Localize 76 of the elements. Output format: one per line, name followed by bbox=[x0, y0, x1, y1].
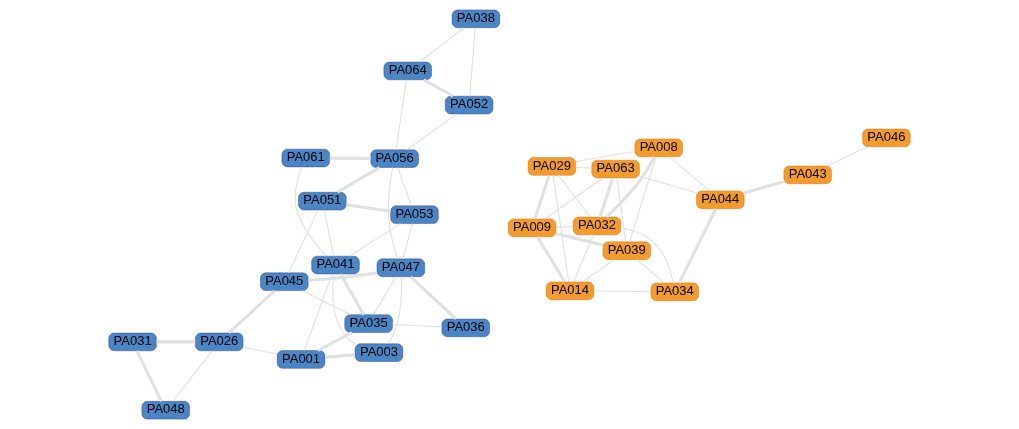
node-box: PA008 bbox=[634, 138, 683, 157]
connector bbox=[406, 113, 458, 151]
connector bbox=[301, 290, 352, 316]
connector bbox=[324, 353, 356, 359]
connector bbox=[422, 78, 454, 98]
node-box: PA043 bbox=[783, 165, 832, 184]
connector bbox=[629, 156, 657, 243]
connector bbox=[287, 209, 319, 274]
connector bbox=[317, 331, 353, 352]
connector bbox=[544, 177, 604, 220]
connector bbox=[469, 27, 476, 97]
connector bbox=[575, 151, 636, 163]
node-box: PA047 bbox=[376, 258, 425, 277]
connector bbox=[402, 223, 413, 260]
node-box: PA035 bbox=[344, 314, 393, 333]
connector bbox=[336, 166, 381, 194]
connector bbox=[409, 275, 458, 320]
connector bbox=[172, 350, 213, 402]
connector bbox=[677, 208, 718, 284]
node-box: PA001 bbox=[277, 350, 326, 369]
connector bbox=[536, 236, 566, 283]
connector bbox=[397, 167, 412, 207]
node-box: PA063 bbox=[591, 160, 640, 179]
node-box: PA039 bbox=[602, 241, 651, 260]
connector bbox=[620, 227, 674, 284]
connector bbox=[308, 271, 378, 282]
node-box: PA003 bbox=[354, 343, 404, 362]
connector bbox=[573, 234, 594, 283]
connector bbox=[135, 350, 163, 402]
connector bbox=[558, 174, 591, 218]
connector bbox=[373, 276, 397, 316]
connector bbox=[395, 79, 407, 151]
connector bbox=[582, 259, 615, 283]
connector bbox=[616, 177, 627, 243]
connector bbox=[332, 273, 356, 345]
connector bbox=[323, 209, 335, 257]
node-box: PA038 bbox=[451, 9, 500, 28]
connector bbox=[743, 180, 785, 195]
node-box: PA056 bbox=[370, 149, 419, 168]
connector bbox=[668, 156, 711, 192]
node-box: PA036 bbox=[441, 318, 490, 337]
node-box: PA014 bbox=[545, 281, 595, 300]
connector bbox=[533, 174, 551, 220]
node-box: PA031 bbox=[108, 332, 157, 351]
connector bbox=[242, 346, 278, 355]
node-box: PA053 bbox=[390, 205, 439, 224]
node-box: PA032 bbox=[572, 216, 622, 236]
connector bbox=[639, 175, 697, 194]
node-box: PA029 bbox=[527, 157, 576, 176]
node-box: PA052 bbox=[445, 96, 494, 115]
connector bbox=[387, 276, 403, 345]
node-box: PA051 bbox=[298, 192, 347, 211]
connector bbox=[303, 273, 333, 351]
node-box: PA046 bbox=[862, 128, 911, 148]
connector bbox=[227, 289, 276, 334]
connector bbox=[339, 273, 365, 316]
connector bbox=[636, 259, 665, 284]
connector bbox=[552, 174, 570, 283]
node-box: PA061 bbox=[281, 148, 330, 168]
connector bbox=[418, 27, 465, 63]
connector bbox=[387, 167, 399, 260]
connector bbox=[346, 203, 391, 213]
connector bbox=[605, 156, 656, 219]
node-box: PA045 bbox=[260, 272, 309, 291]
connector bbox=[349, 223, 402, 257]
node-box: PA009 bbox=[507, 218, 557, 237]
connector bbox=[826, 146, 868, 167]
node-box: PA034 bbox=[650, 282, 699, 301]
connector bbox=[555, 232, 604, 247]
connector bbox=[294, 166, 327, 257]
node-box: PA048 bbox=[141, 401, 190, 420]
node-box: PA026 bbox=[195, 332, 244, 351]
node-box: PA064 bbox=[383, 61, 432, 80]
node-box: PA041 bbox=[311, 255, 360, 275]
node-box: PA044 bbox=[696, 190, 745, 209]
connector bbox=[598, 177, 615, 218]
